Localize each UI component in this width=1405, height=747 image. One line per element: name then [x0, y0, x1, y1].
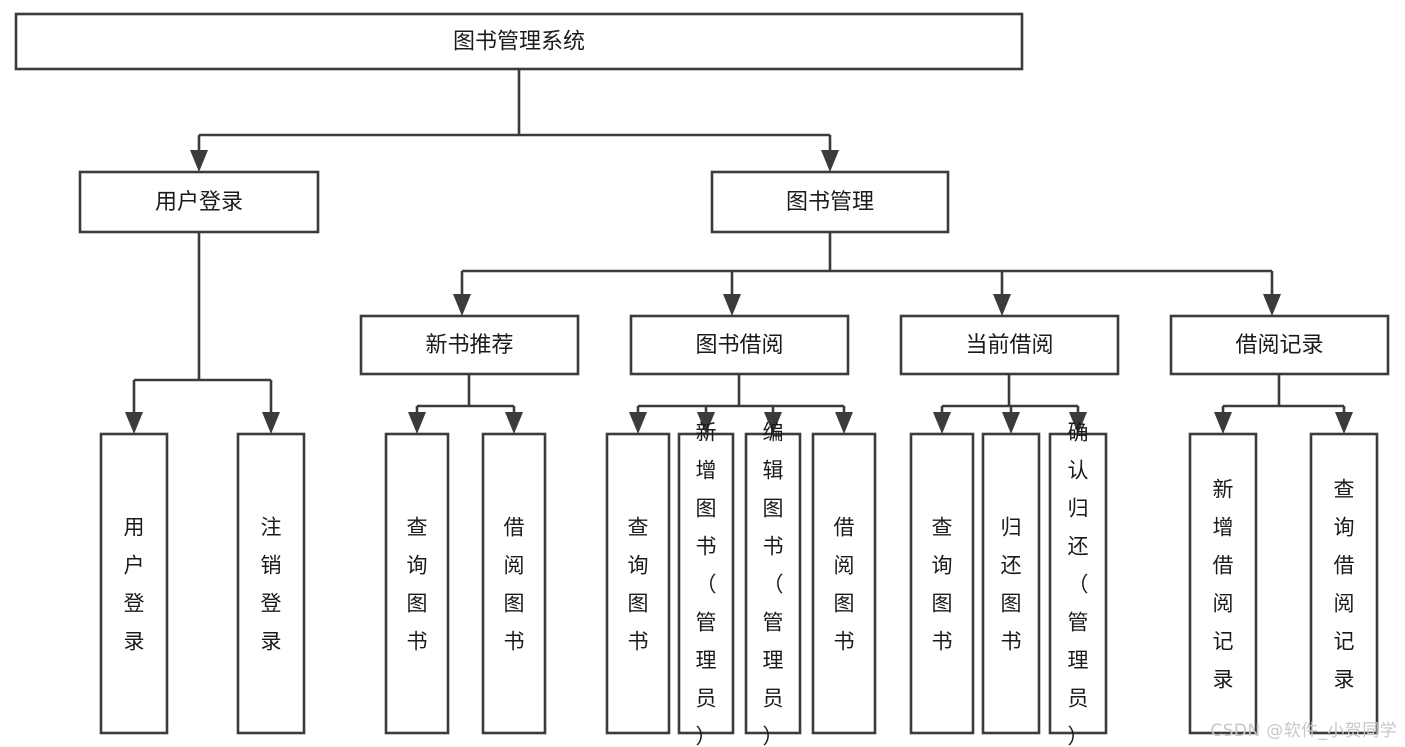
arrow-head-icon: [190, 150, 208, 172]
arrow-head-icon: [821, 150, 839, 172]
node-label-leaf-add-book: 新增图书（管理员）: [696, 421, 717, 747]
node-layer: 图书管理系统用户登录图书管理新书推荐图书借阅当前借阅借阅记录用户登录注销登录查询…: [14, 12, 1390, 747]
node-box-user-login[interactable]: [78, 170, 320, 234]
arrow-head-icon: [1214, 412, 1232, 434]
node-box-current-borrow[interactable]: [899, 314, 1120, 376]
node-box-leaf-confirm-return[interactable]: [1048, 432, 1108, 735]
node-leaf-user-login[interactable]: 用户登录: [99, 432, 169, 735]
node-user-login[interactable]: 用户登录: [78, 170, 320, 234]
node-label-leaf-borrow-book: 借阅图书: [834, 516, 855, 654]
node-leaf-query-record[interactable]: 查询借阅记录: [1309, 432, 1379, 735]
arrow-head-icon: [835, 412, 853, 434]
node-leaf-logout[interactable]: 注销登录: [236, 432, 306, 735]
csdn-watermark: CSDN @软件_小贺同学: [1210, 721, 1397, 741]
node-label-leaf-confirm-return: 确认归还（管理员）: [1068, 421, 1089, 747]
connector-new-book-rec: [408, 374, 523, 434]
node-label-leaf-query-book-cur: 查询图书: [932, 516, 953, 654]
arrow-head-icon: [262, 412, 280, 434]
node-leaf-return-book[interactable]: 归还图书: [981, 432, 1041, 735]
node-label-leaf-query-book-rec: 查询图书: [407, 516, 428, 654]
node-box-book-borrow[interactable]: [629, 314, 850, 376]
arrow-head-icon: [125, 412, 143, 434]
arrow-head-icon: [629, 412, 647, 434]
connector-borrow-record: [1214, 374, 1353, 434]
node-leaf-borrow-book[interactable]: 借阅图书: [811, 432, 877, 735]
connector-book-manage: [453, 232, 1281, 316]
arrow-head-icon: [1263, 294, 1281, 316]
arrow-head-icon: [1069, 412, 1087, 434]
node-book-manage[interactable]: 图书管理: [710, 170, 950, 234]
node-box-leaf-add-record[interactable]: [1188, 432, 1258, 735]
node-root[interactable]: 图书管理系统: [14, 12, 1024, 71]
connector-current-borrow: [933, 374, 1087, 434]
arrow-head-icon: [408, 412, 426, 434]
node-leaf-confirm-return[interactable]: 确认归还（管理员）: [1048, 421, 1108, 747]
connector-layer: [125, 69, 1353, 434]
node-box-root[interactable]: [14, 12, 1024, 71]
node-label-leaf-query-record: 查询借阅记录: [1334, 478, 1355, 692]
node-label-book-borrow: 图书借阅: [695, 333, 783, 358]
node-leaf-query-book-borrow[interactable]: 查询图书: [605, 432, 671, 735]
node-label-leaf-edit-book: 编辑图书（管理员）: [763, 421, 784, 747]
node-box-leaf-edit-book[interactable]: [744, 432, 802, 735]
node-box-leaf-logout[interactable]: [236, 432, 306, 735]
node-label-book-manage: 图书管理: [786, 190, 874, 215]
node-leaf-add-book[interactable]: 新增图书（管理员）: [677, 421, 735, 747]
node-box-leaf-query-record[interactable]: [1309, 432, 1379, 735]
node-box-leaf-query-book-borrow[interactable]: [605, 432, 671, 735]
node-box-new-book-rec[interactable]: [359, 314, 580, 376]
node-label-leaf-add-record: 新增借阅记录: [1213, 478, 1234, 692]
node-label-current-borrow: 当前借阅: [965, 333, 1053, 358]
arrow-head-icon: [1002, 412, 1020, 434]
node-leaf-borrow-book-rec[interactable]: 借阅图书: [481, 432, 547, 735]
arrow-head-icon: [723, 294, 741, 316]
node-box-leaf-query-book-rec[interactable]: [384, 432, 450, 735]
node-leaf-add-record[interactable]: 新增借阅记录: [1188, 432, 1258, 735]
arrow-head-icon: [993, 294, 1011, 316]
node-box-leaf-add-book[interactable]: [677, 432, 735, 735]
node-box-leaf-user-login[interactable]: [99, 432, 169, 735]
node-new-book-rec[interactable]: 新书推荐: [359, 314, 580, 376]
node-leaf-edit-book[interactable]: 编辑图书（管理员）: [744, 421, 802, 747]
node-box-leaf-query-book-cur[interactable]: [909, 432, 975, 735]
node-box-leaf-borrow-book[interactable]: [811, 432, 877, 735]
node-label-leaf-logout: 注销登录: [261, 516, 282, 654]
arrow-head-icon: [764, 412, 782, 434]
node-label-new-book-rec: 新书推荐: [425, 333, 513, 358]
node-label-user-login: 用户登录: [155, 190, 243, 215]
node-box-book-manage[interactable]: [710, 170, 950, 234]
connector-book-borrow: [629, 374, 853, 434]
connector-user-login: [125, 232, 280, 434]
node-box-leaf-borrow-book-rec[interactable]: [481, 432, 547, 735]
node-borrow-record[interactable]: 借阅记录: [1169, 314, 1390, 376]
node-label-leaf-user-login: 用户登录: [124, 516, 145, 654]
arrow-head-icon: [1335, 412, 1353, 434]
arrow-head-icon: [697, 412, 715, 434]
node-box-leaf-return-book[interactable]: [981, 432, 1041, 735]
node-current-borrow[interactable]: 当前借阅: [899, 314, 1120, 376]
arrow-head-icon: [453, 294, 471, 316]
arrow-head-icon: [933, 412, 951, 434]
arrow-head-icon: [505, 412, 523, 434]
node-label-borrow-record: 借阅记录: [1235, 333, 1323, 358]
node-box-borrow-record[interactable]: [1169, 314, 1390, 376]
node-book-borrow[interactable]: 图书借阅: [629, 314, 850, 376]
node-label-leaf-return-book: 归还图书: [1001, 516, 1022, 654]
connector-root: [190, 69, 839, 172]
node-leaf-query-book-cur[interactable]: 查询图书: [909, 432, 975, 735]
node-label-leaf-borrow-book-rec: 借阅图书: [504, 516, 525, 654]
node-label-root: 图书管理系统: [453, 30, 585, 55]
node-leaf-query-book-rec[interactable]: 查询图书: [384, 432, 450, 735]
node-label-leaf-query-book-borrow: 查询图书: [628, 516, 649, 654]
